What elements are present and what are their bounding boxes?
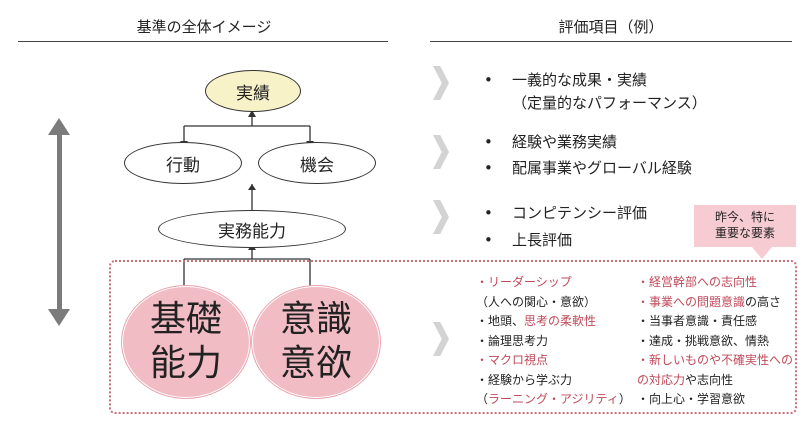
right-header-rule <box>430 41 792 42</box>
bullet-results: •一義的な成果・実績 <box>484 71 648 89</box>
list-item: ・地頭、思考の柔軟性 <box>476 314 597 328</box>
opportunity-node: 機会 <box>258 142 376 184</box>
bullet-results-sub: （定量的なパフォーマンス） <box>512 94 707 112</box>
ability-list: ・リーダーシップ （人への関心・意欲） ・地頭、思考の柔軟性 ・論理思考力 ・マ… <box>476 273 631 410</box>
motivation-list: ・経営幹部への志向性 ・事業への問題意識の高さ ・当事者意識・責任感 ・達成・挑… <box>637 273 793 410</box>
action-node: 行動 <box>124 142 242 184</box>
callout-line2: 重要な要素 <box>714 226 775 240</box>
arrowhead-results-icon <box>248 110 256 117</box>
list-item: ・マクロ視点 <box>476 353 549 367</box>
left-header: 基準の全体イメージ <box>136 18 272 36</box>
basic-ability-circle: 基礎能力 <box>122 286 250 398</box>
motivation-line1: 意識 <box>279 299 352 340</box>
list-item: ・論理思考力 <box>476 333 549 348</box>
results-node: 実績 <box>205 70 301 112</box>
bullet-assignment: •配属事業やグローバル経験 <box>484 159 692 177</box>
arrow-down-icon <box>48 309 70 326</box>
motivation-line2: 意欲 <box>279 343 352 384</box>
list-item: ・経験から学ぶ力 <box>476 372 573 387</box>
list-item: （ラーニング・アジリティ） <box>476 392 631 406</box>
right-header: 評価項目（例） <box>558 18 664 36</box>
list-item: ・リーダーシップ <box>476 275 572 289</box>
list-item: ・達成・挑戦意欲、情熱 <box>637 333 770 348</box>
list-item: ・向上心・学習意欲 <box>637 392 746 406</box>
callout-line1: 昨今、特に <box>714 210 775 224</box>
important-factors-box <box>109 260 797 414</box>
left-header-rule <box>18 41 388 42</box>
arrow-up-icon <box>48 118 70 135</box>
vertical-axis-bar <box>57 133 62 311</box>
motivation-circle: 意識意欲 <box>252 286 380 398</box>
callout-tail <box>752 247 772 259</box>
basic-ability-line2: 能力 <box>149 343 222 384</box>
bullet-supervisor: •上長評価 <box>484 231 573 249</box>
arrowhead-practical-up-icon <box>248 184 256 190</box>
bullet-competency: •コンピテンシー評価 <box>484 204 648 222</box>
callout-bubble: 昨今、特に 重要な要素 <box>694 205 796 247</box>
list-item: （人への関心・意欲） <box>476 294 597 309</box>
list-item: ・経営幹部への志向性 <box>637 275 758 289</box>
list-item: ・当事者意識・責任感 <box>637 314 758 328</box>
basic-ability-line1: 基礎 <box>149 299 222 340</box>
list-item: ・新しいものや不確実性への <box>637 353 794 367</box>
list-item: ・事業への問題意識の高さ <box>637 294 782 309</box>
list-item: の対応力や志向性 <box>637 372 734 387</box>
bullet-experience: •経験や業務実績 <box>484 133 618 151</box>
practical-ability-node: 実務能力 <box>158 210 346 248</box>
